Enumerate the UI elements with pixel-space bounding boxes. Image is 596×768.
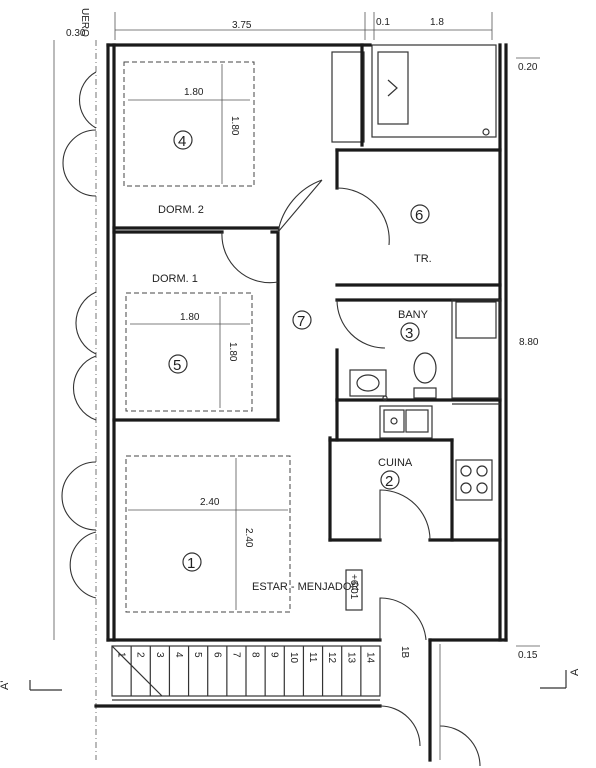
room6-label: TR. (414, 253, 432, 265)
living-area-dashed (125, 455, 291, 613)
room6-number: 6 (415, 207, 423, 224)
room1-dimension-marks (128, 458, 288, 610)
dim-top-right: 1.8 (430, 17, 444, 28)
entrance-door-swing (379, 705, 421, 747)
stair-step-number: 5 (192, 652, 203, 658)
bed-dorm1 (125, 292, 253, 412)
room2-label: CUINA (378, 457, 413, 469)
stair-step-number: 1 (116, 652, 127, 658)
room1-number: 1 (187, 555, 195, 572)
stair-step-number: 2 (135, 652, 146, 658)
dim-top-left: 3.75 (232, 20, 252, 31)
room3-marker (400, 322, 420, 342)
terrace-top-right (371, 44, 497, 138)
top-dimension-line (114, 12, 493, 40)
room5-number: 5 (173, 357, 181, 374)
room7-number: 7 (297, 313, 305, 330)
room3-number: 3 (405, 325, 413, 342)
room1-level: +6.01 (348, 574, 359, 600)
interior-walls (112, 43, 502, 542)
dim-right-total: 8.80 (519, 337, 539, 348)
section-cut-marks (29, 670, 567, 691)
stair-step-number: 10 (288, 652, 299, 664)
interior-door-swings (221, 179, 431, 641)
room4-width: 1.80 (184, 87, 204, 98)
room4-height: 1.80 (229, 116, 240, 136)
room4-label: DORM. 2 (158, 204, 204, 216)
section-mark-right: A (569, 668, 581, 676)
room1-height: 2.40 (243, 528, 254, 548)
stair-step-number: 8 (250, 652, 261, 658)
dim-right-bottom: 0.15 (518, 650, 538, 661)
stair-step-number: 6 (211, 652, 222, 658)
level-box (345, 569, 363, 611)
room5-height: 1.80 (227, 342, 238, 362)
bathroom-fixtures (349, 299, 501, 401)
dim-left-wall: 0.30 (66, 28, 86, 39)
stair-step-number: 14 (364, 652, 375, 664)
exterior-walls (106, 43, 508, 642)
dim-right-top: 0.20 (518, 62, 538, 73)
room7-marker (292, 310, 312, 330)
stair-step-number: 12 (326, 652, 337, 664)
stair-step-number: 7 (230, 652, 241, 658)
bed-dorm2 (123, 61, 255, 187)
stair-step-number: 4 (173, 652, 184, 658)
room1-width: 2.40 (200, 497, 220, 508)
room5-marker (168, 354, 188, 374)
section-mark-left: A' (0, 681, 11, 690)
room5-width: 1.80 (180, 312, 200, 323)
room6-marker (410, 204, 430, 224)
room5-dimension-marks (130, 296, 250, 408)
room2-number: 2 (385, 473, 393, 490)
room4-marker (173, 130, 193, 150)
room1-marker (182, 552, 202, 572)
stair-step-number: 13 (345, 652, 356, 664)
room4-number: 4 (178, 133, 186, 150)
room3-label: BANY (398, 309, 429, 321)
left-vertical-label: UERO (79, 8, 90, 37)
right-dimension-marks (516, 57, 540, 647)
room5-label: DORM. 1 (152, 273, 198, 285)
kitchen-fixtures (379, 403, 500, 501)
room1-label: ESTAR - MENJADOR (252, 581, 359, 593)
stair-step-number: 9 (269, 652, 280, 658)
room2-marker (380, 470, 400, 490)
stair-step-number: 3 (154, 652, 165, 658)
stairs-landing-label: 1B (399, 646, 410, 659)
stair-step-number: 11 (307, 652, 318, 663)
dim-top-mid: 0.1 (376, 17, 390, 28)
balcony-door-swings (61, 71, 97, 599)
stair-door-swing (439, 725, 481, 767)
room4-dimension-marks (128, 64, 250, 184)
